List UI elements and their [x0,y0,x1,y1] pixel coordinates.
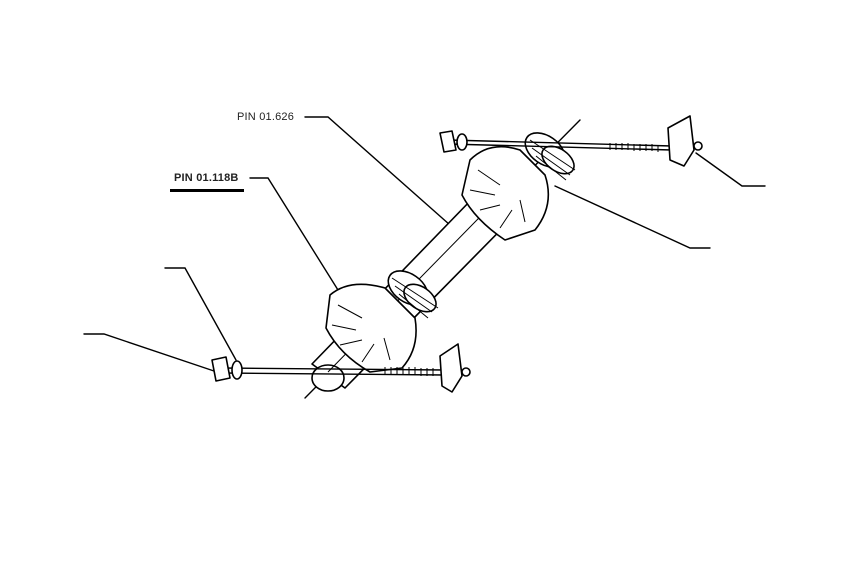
lower-collar-ribs [391,277,439,319]
upper-right-clamp [667,115,695,167]
label-pin-626: PIN 01.626 [237,111,295,123]
label-pin-118b: PIN 01.118B [174,172,239,184]
upper-ring-spokes [469,169,526,229]
lower-left-wedge [211,356,231,382]
lower-ring-assembly [325,270,439,373]
label-underline [170,189,244,192]
leader-lines [83,116,766,372]
upper-rod-thread [609,143,659,152]
upper-right-nut [693,141,703,151]
upper-ring-body [461,145,550,241]
leader-right-lower [554,185,711,249]
upper-ring-assembly [461,132,576,241]
leader-left-upper [164,267,237,361]
leader-left-lower [83,333,215,372]
lower-tie-rod [211,343,471,393]
leader-pin-626 [304,116,451,226]
upper-tie-rod [439,115,703,167]
leader-right-upper [695,152,766,187]
leader-pin-118b [249,177,339,291]
shaft-end-cap [311,364,345,392]
upper-left-washer [456,133,468,151]
lower-left-washer [231,360,243,380]
lower-rod-thread [384,367,434,376]
upper-left-wedge [439,130,457,153]
upper-rod [447,139,673,147]
upper-collar-ribs [529,139,576,181]
lower-rod [221,367,446,371]
lower-ring-body [325,283,417,373]
lower-right-nut [461,367,471,377]
lower-ring-spokes [331,304,391,363]
lower-right-clamp [439,343,463,393]
